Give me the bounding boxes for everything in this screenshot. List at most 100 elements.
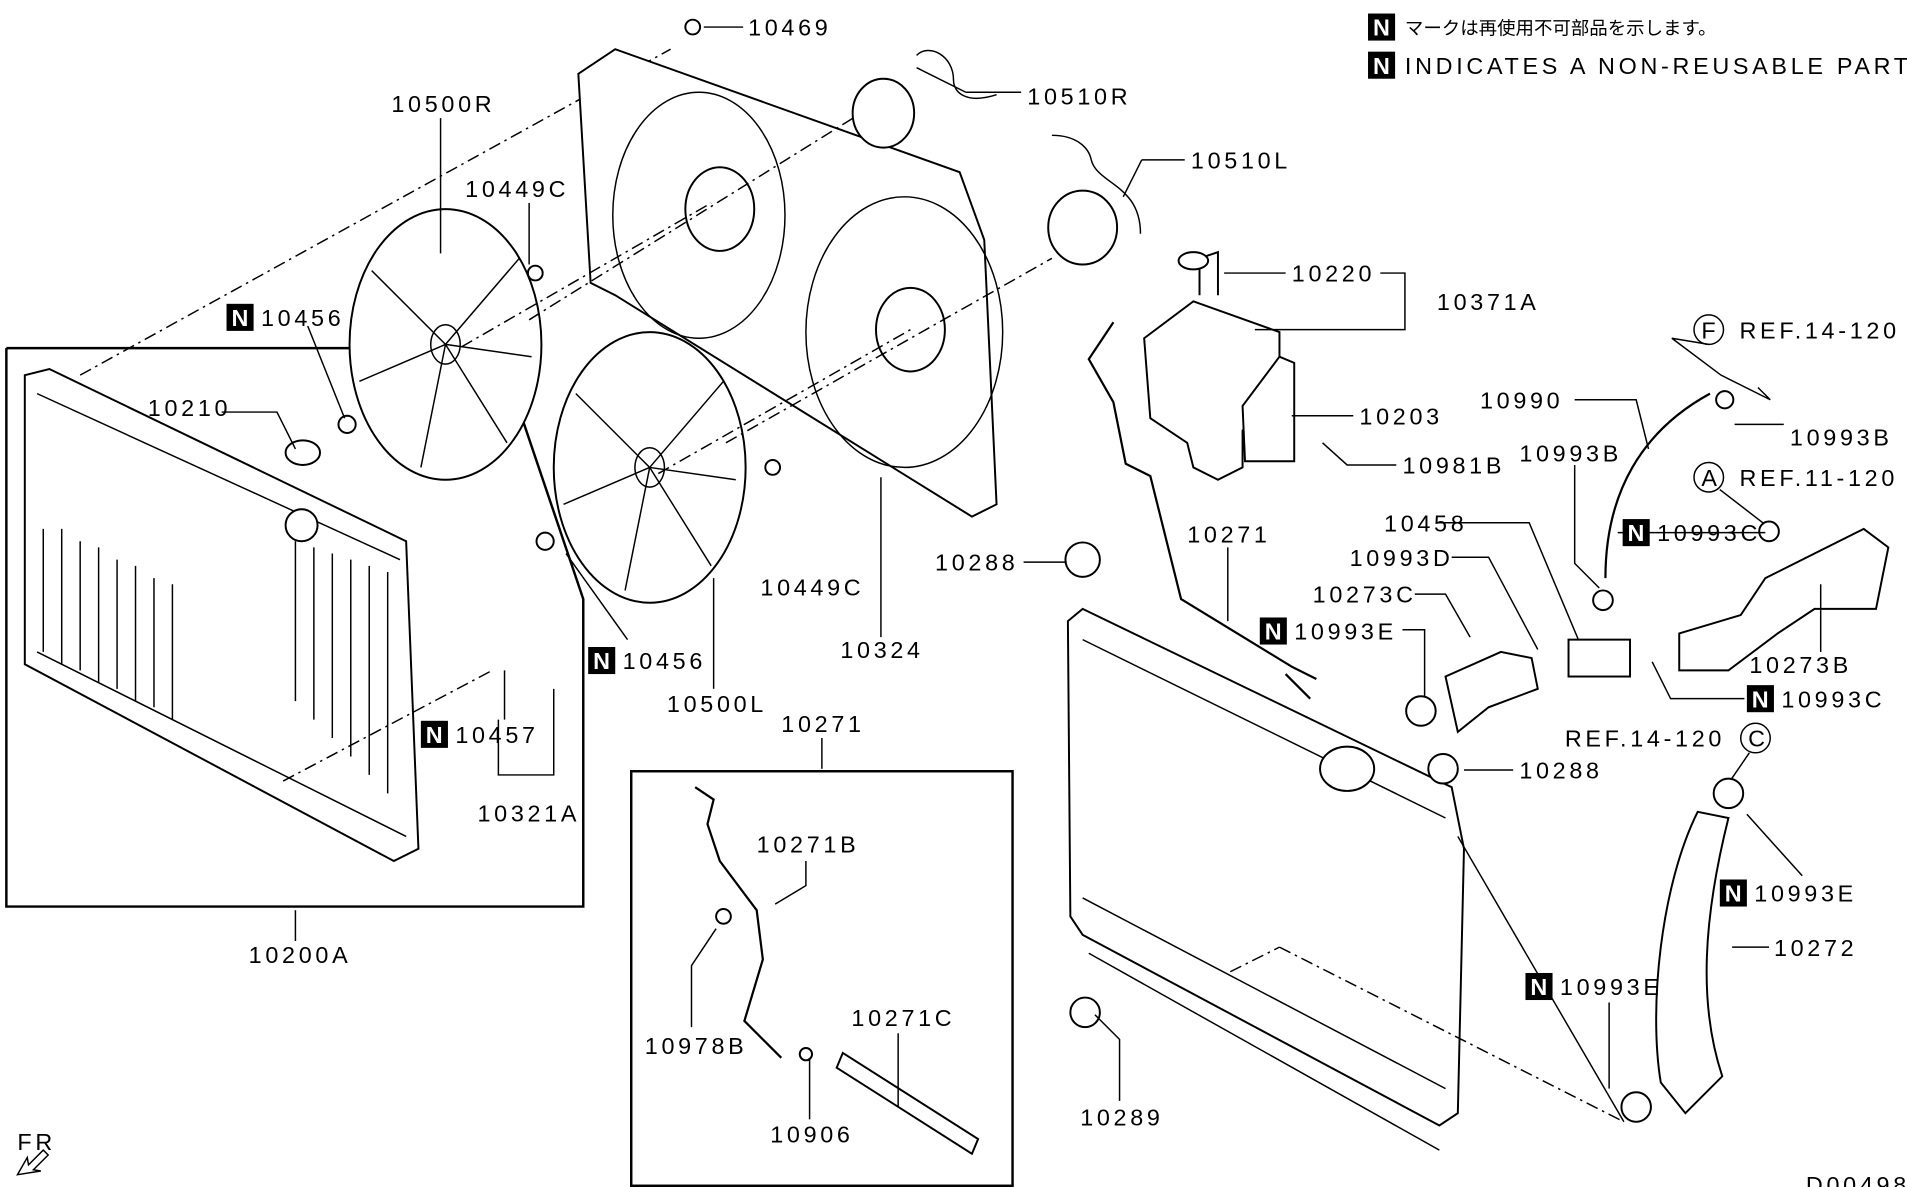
nut-icon	[337, 414, 357, 434]
non-reusable-badge	[226, 303, 254, 331]
callout-10271b: 10271B	[757, 831, 860, 857]
nut-icon	[535, 531, 555, 551]
non-reusable-badge	[420, 720, 448, 748]
references: F REF.14-120 A REF.11-120 C REF.14-120	[1565, 314, 1900, 781]
hose-detail-box	[629, 770, 1014, 1187]
callout-10271-2: 10271	[781, 711, 864, 737]
callout-10981b: 10981B	[1402, 453, 1505, 479]
bolt-icon	[764, 459, 782, 476]
callout-10220: 10220	[1292, 261, 1375, 287]
callout-10210: 10210	[148, 395, 231, 421]
svg-text:N: N	[1373, 15, 1390, 41]
ref-circle-c	[1739, 722, 1771, 754]
front-direction-indicator: FR	[16, 1129, 56, 1176]
hose-10273c	[1444, 650, 1539, 734]
non-reusable-badge	[1368, 51, 1396, 79]
ref-11-120-a: REF.11-120	[1740, 465, 1899, 491]
svg-text:N: N	[1530, 974, 1547, 1000]
callout-10993c: 10993C	[1657, 520, 1761, 546]
callout-10993d: 10993D	[1350, 545, 1454, 571]
diagram-id: D00498	[1806, 1172, 1907, 1187]
callout-10993b-2: 10993B	[1519, 440, 1622, 466]
callout-10271: 10271	[1187, 521, 1270, 547]
fan-motor-r	[851, 77, 916, 149]
svg-text:A: A	[1701, 465, 1720, 491]
fan-right	[348, 208, 543, 481]
legend-english: INDICATES A NON-REUSABLE PART.	[1405, 53, 1907, 79]
svg-text:N: N	[1752, 686, 1769, 712]
svg-text:N: N	[231, 305, 248, 331]
non-reusable-badge	[1746, 685, 1774, 713]
grommet-icon	[1427, 753, 1459, 785]
bolt-icon	[684, 18, 702, 36]
callout-10510r: 10510R	[1027, 84, 1131, 110]
callout-10990: 10990	[1480, 387, 1563, 413]
callout-10288-2: 10288	[1519, 758, 1602, 784]
callout-10993e-3: 10993E	[1560, 974, 1663, 1000]
callout-10993e-2: 10993E	[1754, 881, 1857, 907]
ref-circle-a	[1693, 461, 1725, 493]
hose-10272	[1655, 810, 1730, 1115]
svg-text:N: N	[1725, 881, 1742, 907]
leader-lines	[221, 26, 1822, 1120]
callout-10500l: 10500L	[667, 691, 767, 717]
fan-left	[552, 331, 747, 604]
legend: N マークは再使用不可部品を示します。 N INDICATES A NON-RE…	[1368, 13, 1907, 79]
non-reusable-badge	[588, 647, 616, 675]
callout-10273b: 10273B	[1749, 652, 1852, 678]
callout-10288: 10288	[935, 550, 1018, 576]
callout-10457: 10457	[455, 722, 538, 748]
ref-14-120-f: REF.14-120	[1740, 317, 1900, 343]
legend-japanese: マークは再使用不可部品を示します。	[1405, 18, 1717, 39]
callout-10449c: 10449C	[465, 176, 569, 202]
fan-motor-l	[1047, 189, 1119, 266]
svg-text:N: N	[1265, 619, 1282, 645]
callout-10456: 10456	[261, 305, 344, 331]
callout-10289: 10289	[1080, 1104, 1163, 1130]
callout-10510l: 10510L	[1191, 148, 1291, 174]
joint-10458	[1567, 638, 1632, 678]
overflow-hose	[1087, 321, 1317, 680]
fan-shroud	[577, 48, 1004, 518]
bolt-icon	[526, 264, 544, 282]
reservoir-tank	[1143, 250, 1296, 481]
callout-10906: 10906	[770, 1122, 853, 1148]
callout-10458: 10458	[1384, 510, 1467, 536]
hose-10273b	[1678, 527, 1890, 672]
callout-10500r: 10500R	[391, 91, 495, 117]
callout-10273c: 10273C	[1313, 582, 1417, 608]
callout-10993e: 10993E	[1294, 619, 1397, 645]
callout-10993c-2: 10993C	[1781, 686, 1885, 712]
callout-labels: 10469 10500R 10510R 10510L 10449C 10220 …	[148, 15, 1893, 1148]
callout-10271c: 10271C	[851, 1005, 955, 1031]
fr-label: FR	[17, 1129, 56, 1155]
non-reusable-badge	[1719, 879, 1747, 907]
callout-10993b: 10993B	[1790, 424, 1893, 450]
svg-text:N: N	[426, 722, 443, 748]
callout-10978b: 10978B	[645, 1033, 748, 1059]
non-reusable-badge	[1525, 972, 1553, 1001]
svg-text:F: F	[1701, 317, 1719, 343]
callout-10203: 10203	[1359, 403, 1442, 429]
callout-10321a: 10321A	[477, 801, 580, 827]
svg-text:N: N	[1628, 520, 1645, 546]
non-reusable-badge	[1622, 519, 1650, 547]
svg-text:N: N	[593, 648, 610, 674]
non-reusable-badge	[1259, 617, 1287, 645]
hose-10271b	[694, 786, 783, 1059]
ref-14-120-c: REF.14-120	[1565, 726, 1725, 752]
radiator-right	[1066, 607, 1465, 1127]
svg-text:C: C	[1748, 726, 1769, 752]
front-arrow-icon	[16, 1149, 50, 1176]
non-reusable-badge	[1368, 13, 1396, 41]
hose-10271c	[835, 1051, 980, 1156]
callout-10449c-2: 10449C	[760, 574, 864, 600]
callout-10272: 10272	[1774, 935, 1857, 961]
callout-10200a: 10200A	[249, 942, 352, 968]
grommet-icon	[1069, 996, 1101, 1029]
grommet-icon	[1064, 541, 1101, 578]
callout-10456-2: 10456	[623, 648, 706, 674]
callout-10469: 10469	[748, 15, 831, 41]
callout-10324: 10324	[840, 637, 923, 663]
